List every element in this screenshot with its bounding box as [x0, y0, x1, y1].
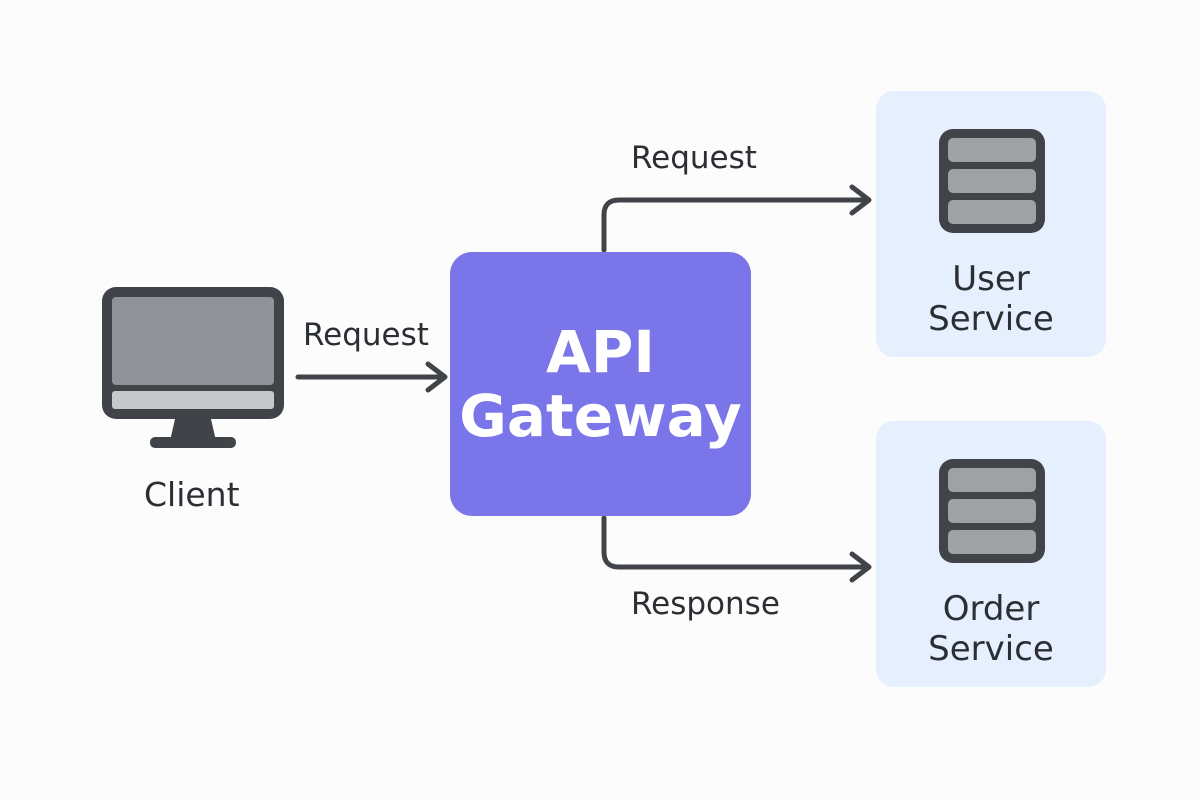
- arrow-gateway-to-order-service: [601, 515, 872, 583]
- request-label-user-service: Request: [631, 140, 757, 176]
- api-gateway-node: API Gateway: [450, 252, 751, 516]
- order-service-label: Order Service: [928, 589, 1054, 669]
- order-service-node: Order Service: [876, 421, 1106, 687]
- server-stack-icon: [939, 459, 1045, 563]
- user-service-label: User Service: [928, 259, 1054, 339]
- user-service-node: User Service: [876, 91, 1106, 357]
- response-label-order-service: Response: [631, 586, 780, 622]
- arrow-client-to-gateway: [295, 361, 448, 393]
- client-label: Client: [144, 475, 240, 514]
- api-gateway-title: API Gateway: [459, 318, 742, 450]
- request-label-client: Request: [303, 317, 429, 353]
- server-stack-icon: [939, 129, 1045, 233]
- arrow-gateway-to-user-service: [601, 184, 872, 253]
- desktop-monitor-icon: [102, 287, 284, 448]
